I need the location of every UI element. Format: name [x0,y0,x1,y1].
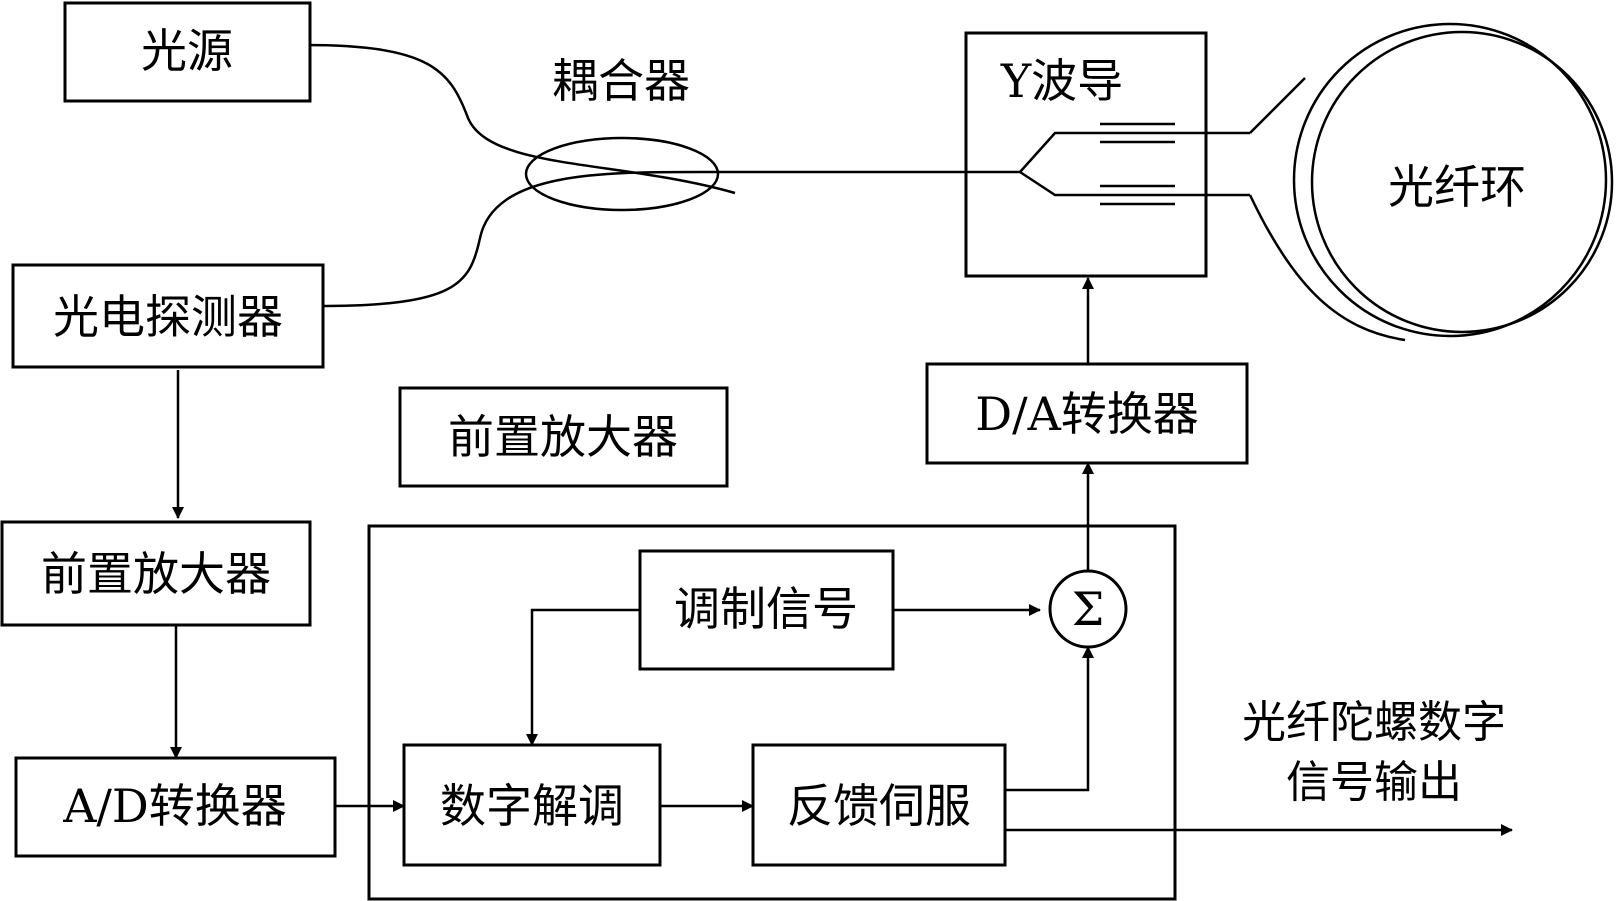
preamp-box [0,520,312,627]
da-converter-label: D/A转换器 [975,387,1199,441]
optical-fibers [304,43,1406,342]
modulation-signal-box [638,549,895,671]
fiber-coil [1292,22,1614,338]
da-converter-box [925,362,1249,465]
ad-converter-box [14,756,337,858]
preamp-label: 前置放大器 [41,547,271,601]
fiber-coil-label: 光纤环 [1388,160,1526,214]
output-label-line1: 光纤陀螺数字 [1242,697,1506,748]
y-waveguide-label: Y波导 [1000,54,1123,108]
summing-junction [1048,569,1128,649]
ad-converter-label: A/D转换器 [62,779,287,833]
signal-arrows [170,277,1513,836]
digital-demod-label: 数字解调 [440,779,624,833]
output-label-line2: 信号输出 [1286,757,1462,808]
feedback-servo-label: 反馈伺服 [787,779,971,833]
photodetector-box [11,263,325,369]
sum-symbol: Σ [1072,582,1105,636]
digital-demod-box [402,743,662,867]
preamp-floating-box [398,386,729,488]
coupler-label: 耦合器 [552,54,690,108]
photodetector-label: 光电探测器 [53,290,283,344]
y-waveguide-box [964,31,1208,278]
waveguide-electrodes [1100,122,1175,206]
coupler-ellipse [524,136,720,212]
light-source-label: 光源 [141,24,233,78]
feedback-servo-box [751,743,1007,867]
modulation-signal-label: 调制信号 [674,582,858,636]
light-source-box [63,1,312,103]
digital-processing-box [367,524,1177,901]
preamp-floating-label: 前置放大器 [448,410,678,464]
